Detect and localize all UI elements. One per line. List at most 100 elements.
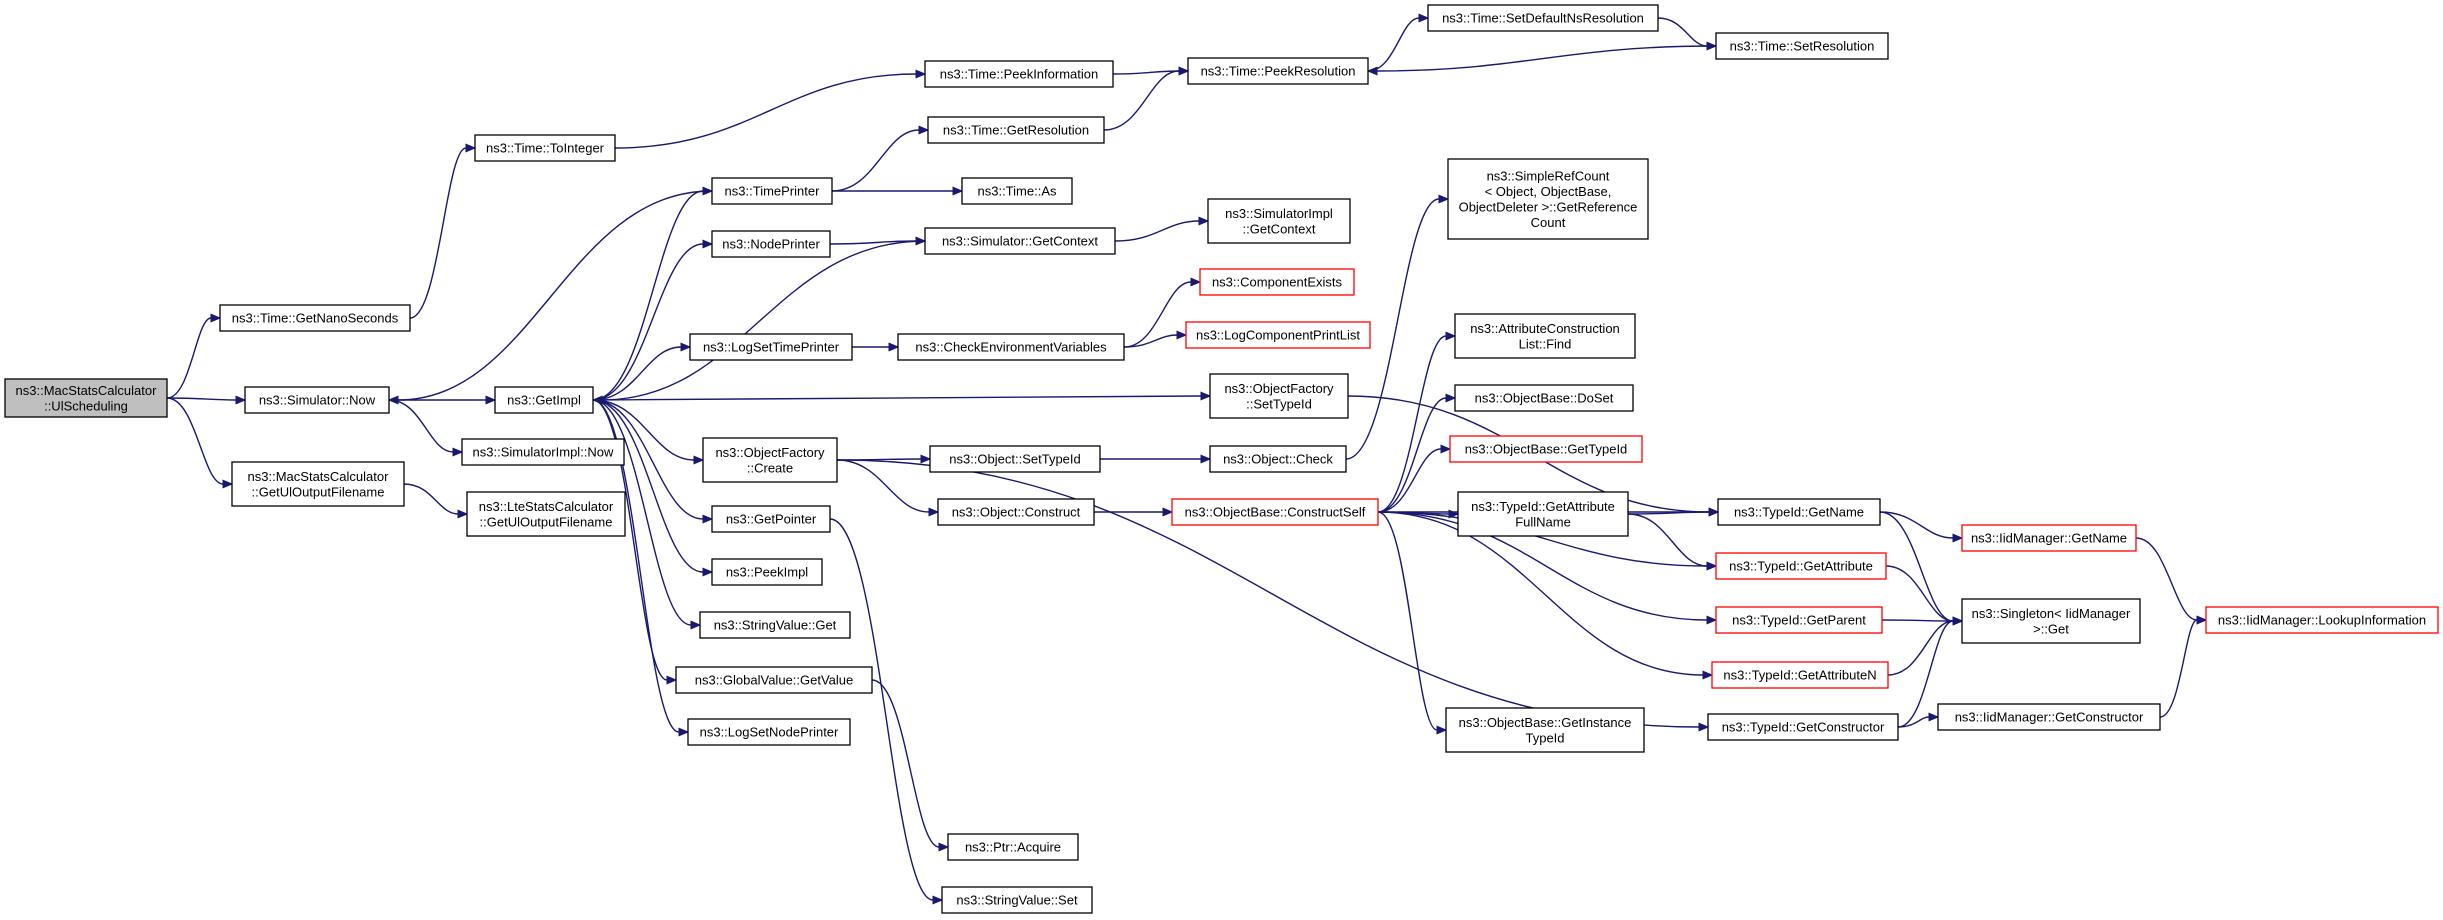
- arrowhead: [1198, 216, 1210, 226]
- node-label: ns3::TypeId::GetName: [1734, 505, 1864, 520]
- arrowhead: [591, 395, 603, 405]
- node-label: ::GetUlOutputFilename: [480, 514, 613, 529]
- node-simimplctx[interactable]: ns3::SimulatorImpl::GetContext: [1207, 198, 1351, 244]
- node-box: [1711, 661, 1889, 689]
- edge-tidgetname-to-iidgetname: [1879, 511, 1964, 543]
- node-checkenv[interactable]: ns3::CheckEnvironmentVariables: [897, 333, 1125, 361]
- edge-line: [1879, 511, 1954, 622]
- node-logsetnode[interactable]: ns3::LogSetNodePrinter: [687, 718, 851, 746]
- arrowhead: [666, 675, 678, 685]
- node-objconstruct[interactable]: ns3::Object::Construct: [937, 498, 1095, 526]
- node-label: ns3::Time::SetResolution: [1730, 39, 1875, 54]
- arrowhead: [928, 507, 940, 517]
- node-setdefns[interactable]: ns3::Time::SetDefaultNsResolution: [1427, 4, 1659, 32]
- node-peekimpl[interactable]: ns3::PeekImpl: [711, 558, 823, 586]
- node-iidgetconstructor[interactable]: ns3::IidManager::GetConstructor: [1937, 703, 2161, 731]
- node-logsettime[interactable]: ns3::LogSetTimePrinter: [689, 333, 853, 361]
- node-simgetctx[interactable]: ns3::Simulator::GetContext: [924, 227, 1116, 255]
- node-timeas[interactable]: ns3::Time::As: [961, 177, 1073, 205]
- node-label: ns3::Simulator::GetContext: [942, 234, 1098, 249]
- node-box: [1427, 4, 1659, 32]
- node-box: [675, 666, 873, 694]
- edge-root-to-macgetul: [166, 397, 234, 489]
- node-singletonget[interactable]: ns3::Singleton< IidManager>::Get: [1961, 598, 2141, 644]
- edge-checkenv-to-logcompprint: [1123, 330, 1188, 348]
- node-box: [1171, 498, 1379, 526]
- edge-line: [1897, 716, 1930, 728]
- node-toint[interactable]: ns3::Time::ToInteger: [474, 134, 616, 162]
- node-getpointer[interactable]: ns3::GetPointer: [711, 505, 831, 533]
- edge-line: [592, 399, 668, 681]
- node-ltegetul[interactable]: ns3::LteStatsCalculator::GetUlOutputFile…: [466, 491, 626, 537]
- node-label: ns3::TimePrinter: [725, 184, 821, 199]
- edge-line: [1887, 620, 1954, 676]
- node-label: ns3::TypeId::GetAttribute: [1471, 499, 1615, 514]
- node-objcheck[interactable]: ns3::Object::Check: [1209, 445, 1347, 473]
- edge-objfactcreate-to-objconstruct: [836, 459, 940, 517]
- node-tidgetname[interactable]: ns3::TypeId::GetName: [1717, 498, 1881, 526]
- node-label: TypeId: [1525, 730, 1564, 745]
- node-root[interactable]: ns3::MacStatsCalculator::UlScheduling: [4, 378, 168, 418]
- node-label: Count: [1531, 215, 1566, 230]
- node-box: [924, 227, 1116, 255]
- node-compexists[interactable]: ns3::ComponentExists: [1199, 268, 1355, 296]
- node-objbasegettid[interactable]: ns3::ObjectBase::GetTypeId: [1449, 435, 1643, 463]
- arrowhead: [1418, 13, 1430, 23]
- arrowhead: [2196, 615, 2208, 625]
- arrowhead: [1366, 66, 1378, 76]
- node-objbasedoset[interactable]: ns3::ObjectBase::DoSet: [1454, 384, 1634, 412]
- node-getres[interactable]: ns3::Time::GetResolution: [927, 116, 1105, 144]
- node-ptracquire[interactable]: ns3::Ptr::Acquire: [947, 833, 1079, 861]
- edge-macgetul-to-ltegetul: [403, 483, 469, 519]
- node-box: [2205, 606, 2439, 634]
- node-iidgetname[interactable]: ns3::IidManager::GetName: [1961, 524, 2137, 552]
- node-getimpl[interactable]: ns3::GetImpl: [494, 386, 594, 414]
- node-nodeprinter[interactable]: ns3::NodePrinter: [711, 230, 831, 258]
- node-label: ns3::GlobalValue::GetValue: [695, 673, 854, 688]
- node-label: ::GetUlOutputFilename: [252, 484, 385, 499]
- node-timeprinter[interactable]: ns3::TimePrinter: [711, 177, 833, 205]
- edge-timeprinter-to-getres: [831, 125, 930, 192]
- node-box: [711, 177, 833, 205]
- node-box: [929, 445, 1101, 473]
- node-constructself[interactable]: ns3::ObjectBase::ConstructSelf: [1171, 498, 1379, 526]
- node-objfactcreate[interactable]: ns3::ObjectFactory::Create: [702, 437, 838, 483]
- node-tidgetconstructor[interactable]: ns3::TypeId::GetConstructor: [1707, 713, 1899, 741]
- edge-objconstruct-to-constructself: [1093, 507, 1174, 517]
- node-simplerefcount[interactable]: ns3::SimpleRefCount< Object, ObjectBase,…: [1447, 158, 1649, 240]
- arrowhead: [235, 395, 247, 405]
- node-box: [711, 558, 823, 586]
- node-tidgetattrn[interactable]: ns3::TypeId::GetAttributeN: [1711, 661, 1889, 689]
- node-strvalset[interactable]: ns3::StringValue::Set: [941, 886, 1093, 914]
- node-globalget[interactable]: ns3::GlobalValue::GetValue: [675, 666, 873, 694]
- node-peekinfo[interactable]: ns3::Time::PeekInformation: [924, 60, 1114, 88]
- edge-getpointer-to-strvalset: [829, 518, 944, 905]
- node-objfactsettid[interactable]: ns3::ObjectFactory::SetTypeId: [1209, 373, 1349, 419]
- node-peekres[interactable]: ns3::Time::PeekResolution: [1187, 57, 1369, 85]
- node-getnano[interactable]: ns3::Time::GetNanoSeconds: [219, 304, 411, 332]
- node-simnow[interactable]: ns3::Simulator::Now: [244, 386, 390, 414]
- edge-tidgetattrfull-to-tidgetattr: [1627, 513, 1718, 571]
- edge-line: [592, 399, 704, 520]
- node-logcompprint[interactable]: ns3::LogComponentPrintList: [1185, 321, 1371, 349]
- node-objsettid[interactable]: ns3::Object::SetTypeId: [929, 445, 1101, 473]
- edge-getimpl-to-nodeprinter: [592, 239, 714, 401]
- edge-line: [1123, 334, 1178, 348]
- node-tidgetattr[interactable]: ns3::TypeId::GetAttribute: [1715, 552, 1887, 580]
- node-macgetul[interactable]: ns3::MacStatsCalculator::GetUlOutputFile…: [231, 461, 405, 507]
- edge-line: [1879, 511, 1954, 539]
- node-tidgetparent[interactable]: ns3::TypeId::GetParent: [1715, 606, 1883, 634]
- node-strvalget[interactable]: ns3::StringValue::Get: [699, 611, 851, 639]
- node-label: ::Create: [747, 460, 793, 475]
- arrowhead: [702, 239, 714, 249]
- node-simimplnow[interactable]: ns3::SimulatorImpl::Now: [461, 438, 625, 466]
- arrowhead: [1706, 561, 1718, 571]
- node-iidlookup[interactable]: ns3::IidManager::LookupInformation: [2205, 606, 2439, 634]
- node-box: [244, 386, 390, 414]
- edge-objsettid-to-objcheck: [1100, 454, 1212, 464]
- node-setres[interactable]: ns3::Time::SetResolution: [1715, 32, 1889, 60]
- edge-tidgetconstructor-to-singletonget: [1897, 616, 1964, 728]
